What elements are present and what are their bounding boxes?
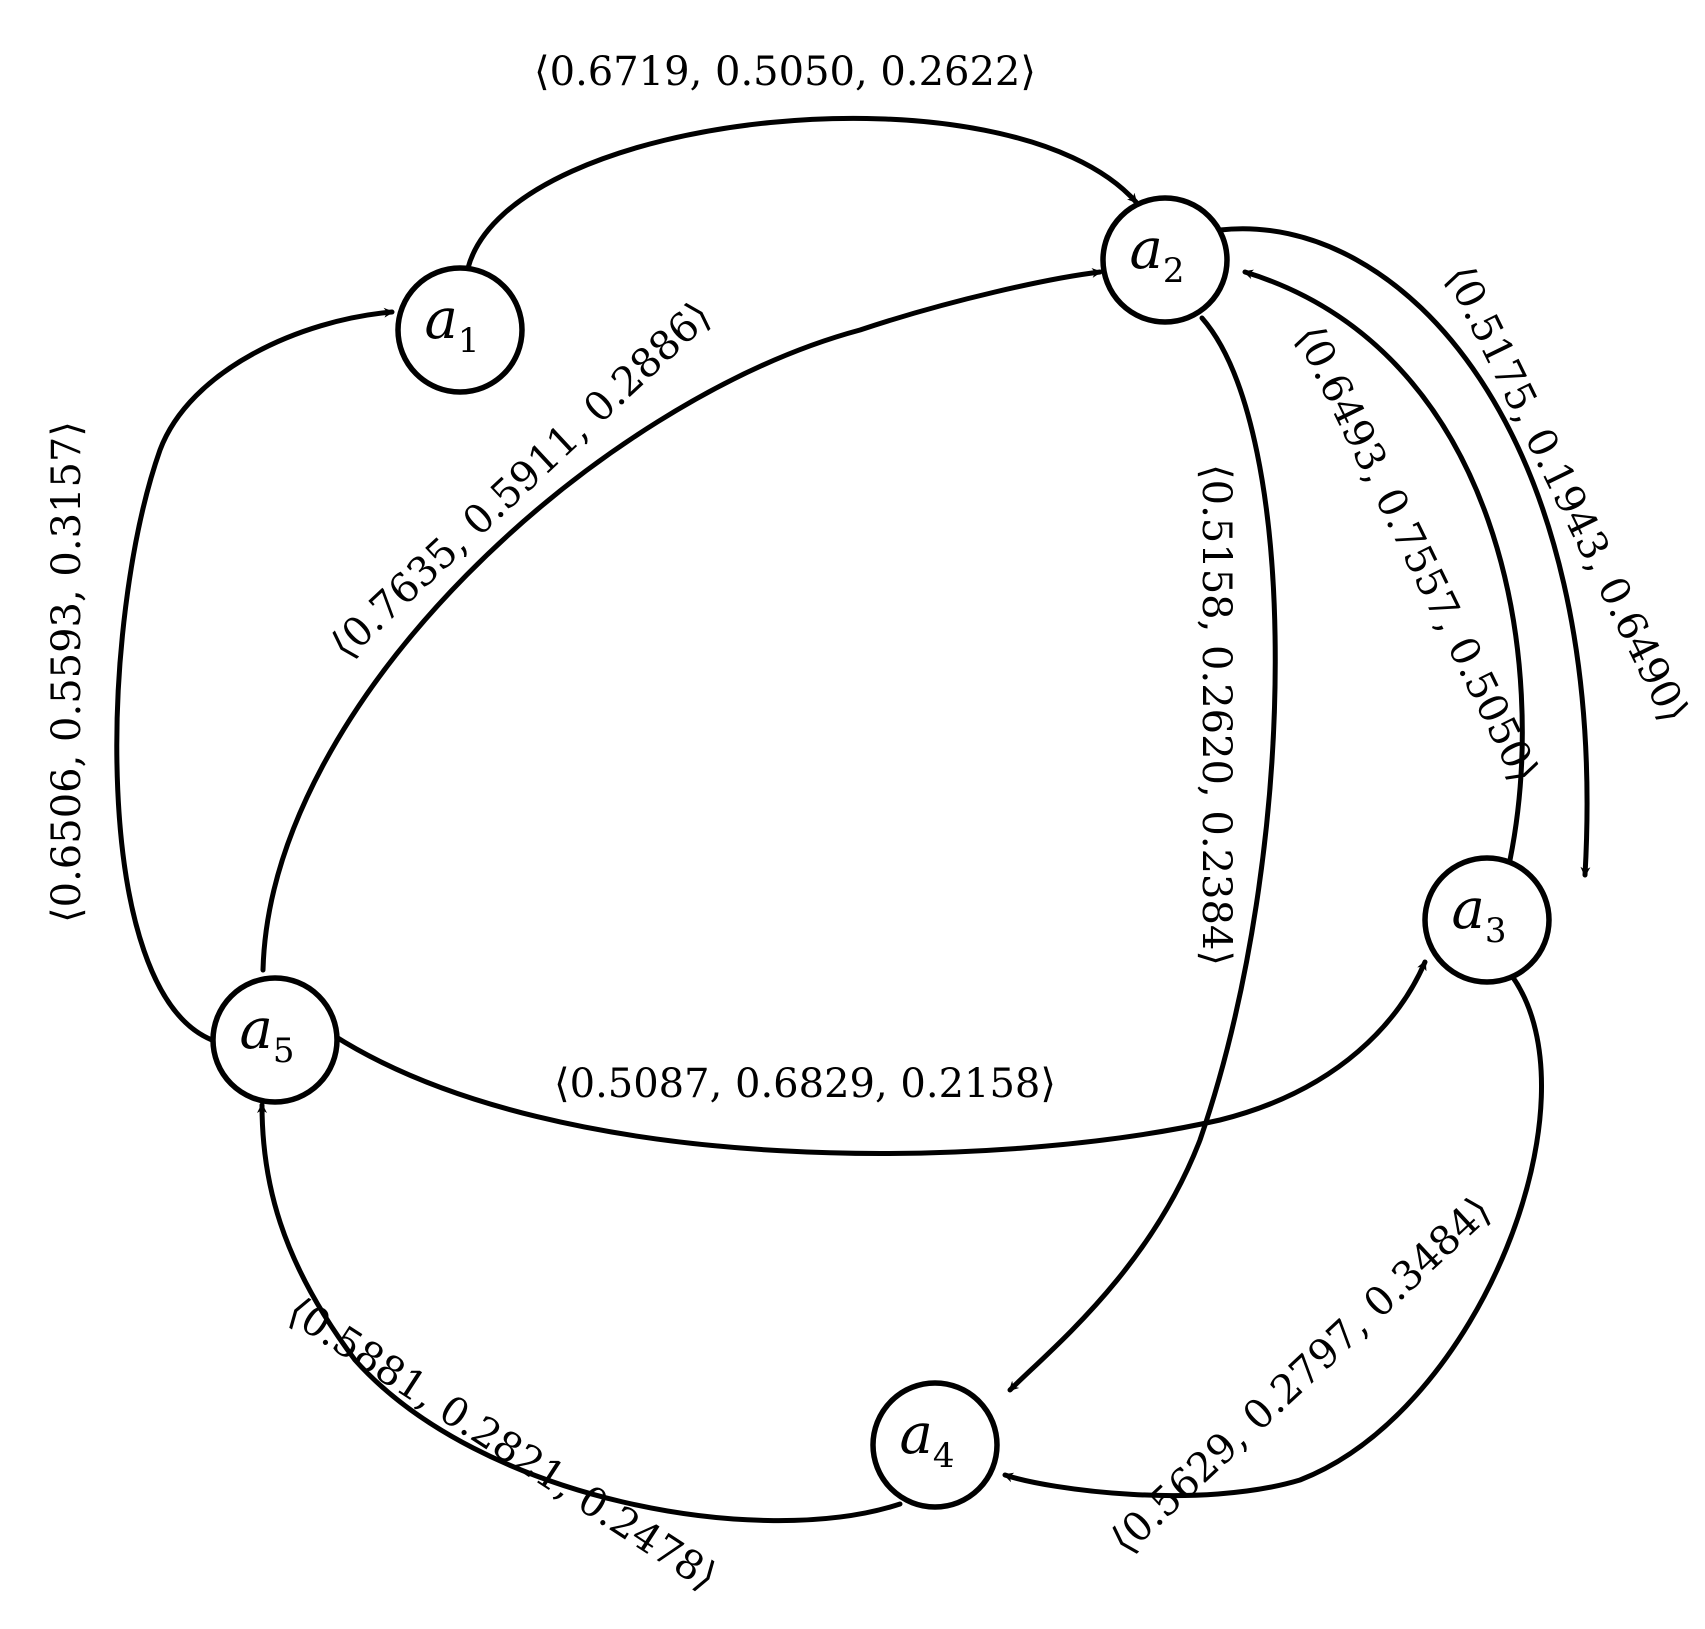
node-a5-circle (210, 975, 340, 1105)
node-a1-subscript: 1 (458, 321, 480, 361)
edge-a3-a4-label: ⟨0.5629, 0.2797, 0.3484⟩ (1102, 1188, 1500, 1564)
node-a4-letter: a (899, 1402, 932, 1467)
node-a4-label: a4 (899, 1402, 954, 1476)
edges: ⟨0.6719, 0.5050, 0.2622⟩ ⟨0.6506, 0.5593… (44, 49, 1697, 1600)
node-a2-circle (1100, 195, 1230, 325)
edge-a2-a4-path (1007, 315, 1278, 1393)
edge-a2-a4: ⟨0.5158, 0.2620, 0.2384⟩ (1007, 315, 1278, 1393)
node-a4-subscript: 4 (933, 1436, 955, 1476)
node-a3-letter: a (1451, 877, 1484, 942)
node-a4: a4 (870, 1380, 1000, 1510)
nodes: a1 a2 a3 a4 a5 (210, 195, 1552, 1510)
edge-a4-a5-path (257, 1102, 903, 1524)
node-a2-label: a2 (1129, 217, 1184, 291)
node-a3-label: a3 (1451, 877, 1506, 951)
edge-a5-a3-path (330, 959, 1428, 1156)
edge-a3-a4: ⟨0.5629, 0.2797, 0.3484⟩ (1002, 973, 1544, 1564)
node-a4-circle (870, 1380, 1000, 1510)
edge-a5-a2: ⟨0.7635, 0.5911, 0.2886⟩ (260, 267, 1103, 973)
node-a3: a3 (1422, 855, 1552, 985)
edge-a5-a2-path (260, 267, 1103, 973)
node-a2-letter: a (1129, 217, 1162, 282)
node-a5: a5 (210, 975, 340, 1105)
edge-a5-a1-label: ⟨0.6506, 0.5593, 0.3157⟩ (44, 421, 90, 923)
node-a5-label: a5 (239, 997, 294, 1071)
node-a1: a1 (395, 265, 525, 395)
edge-a2-a4-label: ⟨0.5158, 0.2620, 0.2384⟩ (1193, 464, 1239, 966)
edge-a2-a3: ⟨0.5175, 0.1943, 0.6490⟩ (1217, 226, 1697, 878)
edge-a1-a2-label: ⟨0.6719, 0.5050, 0.2622⟩ (534, 49, 1036, 95)
node-a5-subscript: 5 (273, 1031, 295, 1071)
edge-a5-a3: ⟨0.5087, 0.6829, 0.2158⟩ (330, 959, 1428, 1156)
node-a3-subscript: 3 (1485, 911, 1507, 951)
edge-a3-a4-path (1002, 973, 1544, 1499)
node-a1-circle (395, 265, 525, 395)
node-a2-subscript: 2 (1163, 251, 1185, 291)
edge-a5-a1-path (114, 307, 395, 1043)
node-a5-letter: a (239, 997, 272, 1062)
edge-a1-a2: ⟨0.6719, 0.5050, 0.2622⟩ (465, 49, 1139, 271)
edge-a4-a5-label: ⟨0.5881, 0.2821, 0.2478⟩ (279, 1288, 725, 1600)
edge-a5-a3-label: ⟨0.5087, 0.6829, 0.2158⟩ (554, 1061, 1056, 1107)
node-a3-circle (1422, 855, 1552, 985)
edge-a4-a5: ⟨0.5881, 0.2821, 0.2478⟩ (257, 1102, 903, 1600)
node-a1-letter: a (424, 287, 457, 352)
edge-a2-a3-path (1217, 226, 1591, 878)
edge-a5-a1: ⟨0.6506, 0.5593, 0.3157⟩ (44, 307, 395, 1043)
node-a2: a2 (1100, 195, 1230, 325)
edge-a3-a2-path (1242, 269, 1525, 863)
node-a1-label: a1 (424, 287, 479, 361)
edge-a1-a2-path (465, 115, 1139, 271)
